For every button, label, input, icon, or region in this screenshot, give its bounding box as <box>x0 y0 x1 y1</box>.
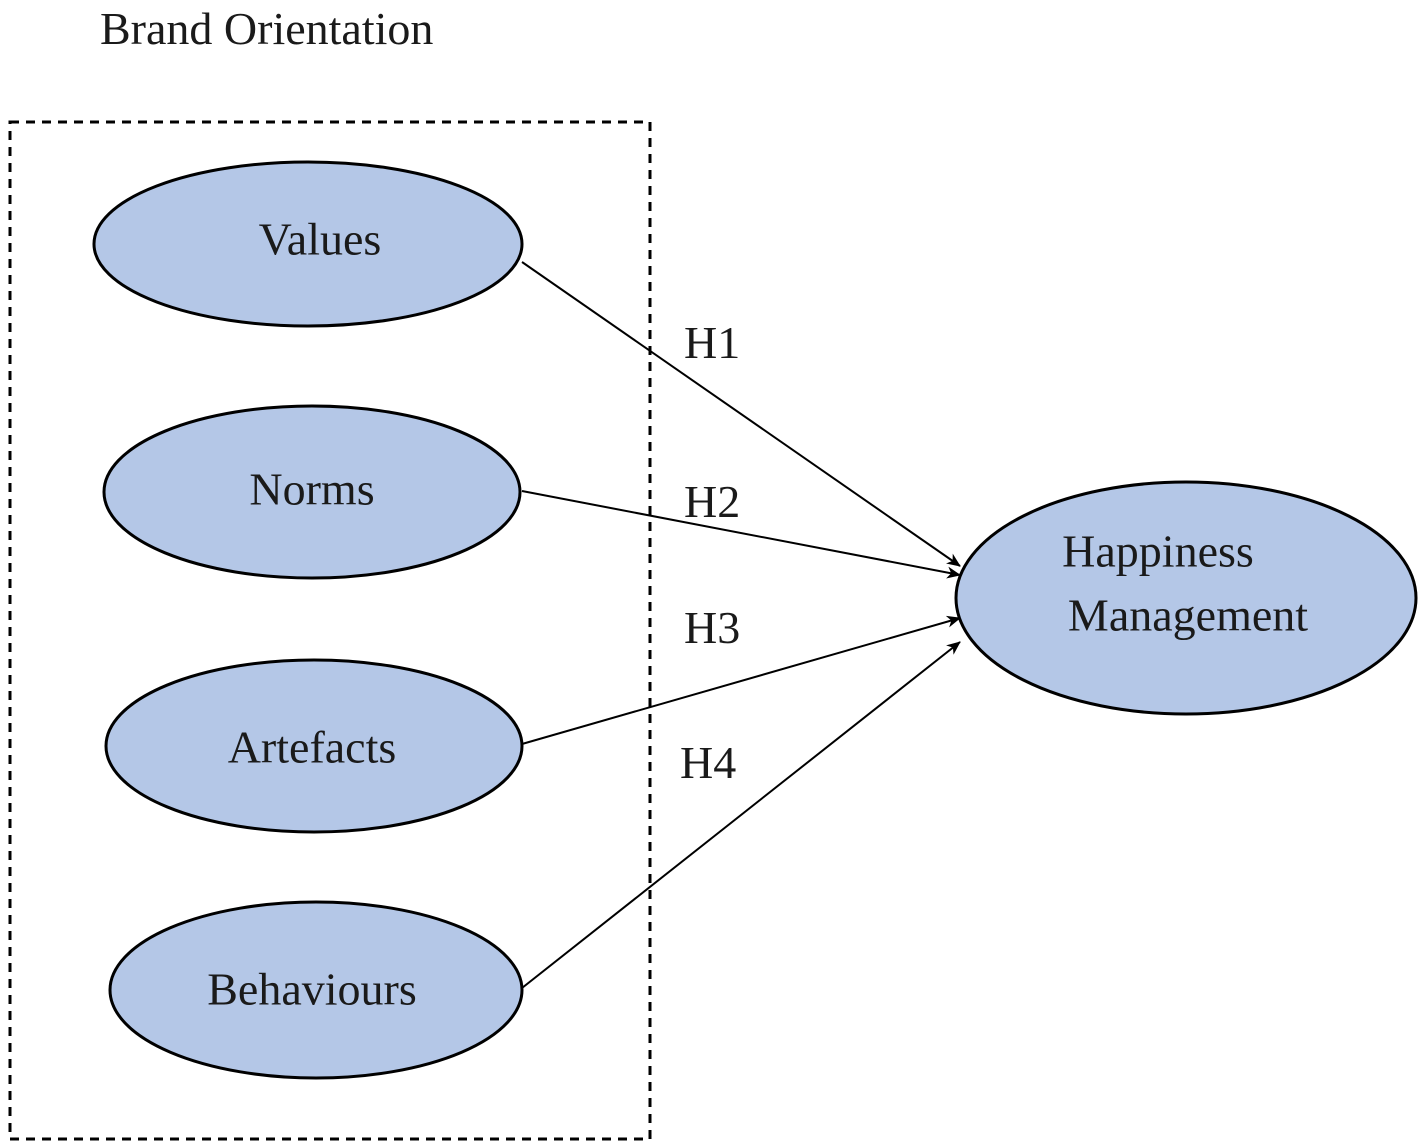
hypothesis-label-h4: H4 <box>680 737 736 788</box>
outcome-label-line2: Management <box>1068 590 1308 641</box>
outcome-ellipse <box>954 480 1418 716</box>
edge-h2 <box>521 490 961 579</box>
construct-artefacts-label: Artefacts <box>228 722 397 773</box>
hypothesis-label-h2: H2 <box>684 476 740 527</box>
edge-h3 <box>521 615 961 745</box>
construct-behaviours-label: Behaviours <box>207 964 417 1015</box>
construct-norms: Norms <box>102 404 522 580</box>
outcome-happiness-management: Happiness Management <box>954 480 1418 716</box>
construct-behaviours-ellipse <box>108 900 524 1080</box>
construct-behaviours: Behaviours <box>108 900 524 1080</box>
group-title: Brand Orientation <box>100 3 433 54</box>
construct-norms-label: Norms <box>249 464 374 515</box>
construct-artefacts: Artefacts <box>104 658 524 834</box>
hypothesis-label-h1: H1 <box>684 317 740 368</box>
construct-artefacts-ellipse <box>104 658 524 834</box>
construct-values-label: Values <box>259 214 382 265</box>
edge-h1 <box>521 261 961 567</box>
brand-orientation-group-box <box>8 120 652 1141</box>
construct-values-ellipse <box>92 160 524 328</box>
construct-norms-ellipse <box>102 404 522 580</box>
hypothesis-label-h3: H3 <box>684 602 740 653</box>
edge-h4 <box>521 641 961 989</box>
outcome-label-line1: Happiness <box>1062 526 1254 577</box>
construct-values: Values <box>92 160 524 328</box>
